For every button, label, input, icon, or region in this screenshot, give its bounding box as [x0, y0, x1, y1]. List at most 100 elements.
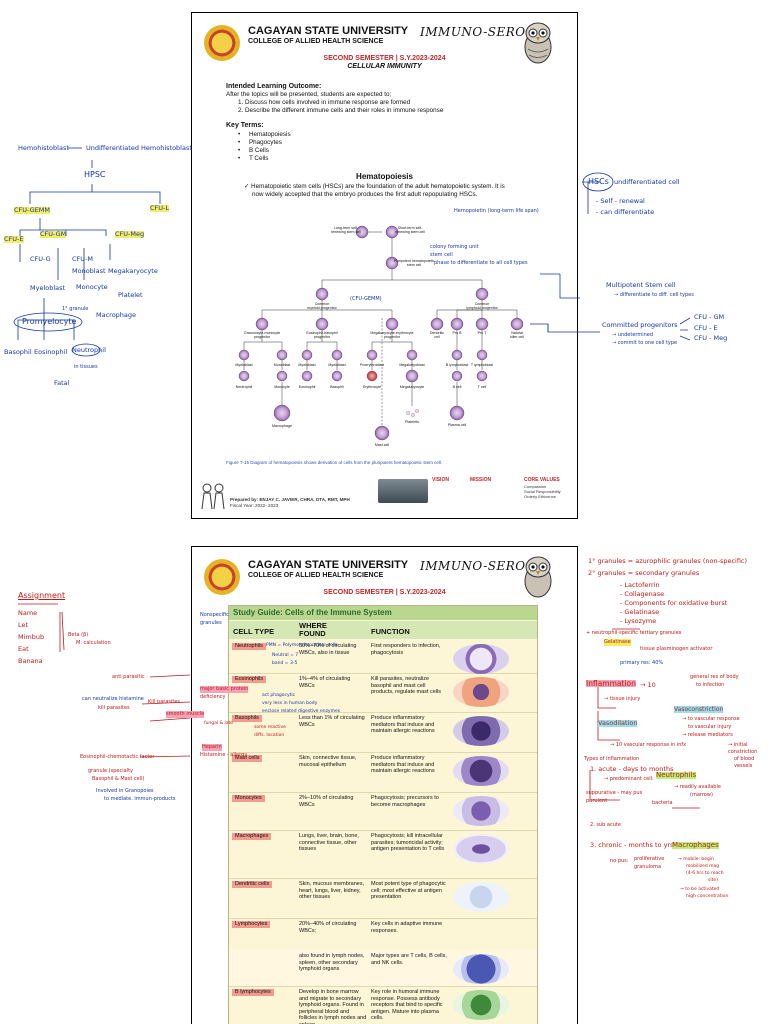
svg-text:Platelets: Platelets — [405, 420, 419, 424]
eosinophil-image — [453, 677, 509, 707]
table-row: Eosinophils 1%–4% of circulating WBCs Ki… — [229, 673, 537, 713]
where-found: 1%–4% of circulating WBCs — [299, 676, 351, 689]
neutrophil-image — [453, 644, 509, 674]
campus-building-image — [378, 479, 428, 503]
note: phase to differentiate to all cell types — [434, 260, 528, 266]
note: undifferentiated cell — [614, 178, 680, 186]
note: kill parasites — [98, 705, 130, 711]
b-lymphocyte-image — [453, 990, 509, 1020]
where-found: Skin, mucous membranes, heart, lungs, li… — [299, 881, 365, 900]
svg-text:B lymphoblast: B lymphoblast — [446, 363, 469, 367]
note: PMN = Polymorphonuclear cells — [266, 643, 338, 648]
note: → differentiate to diff. cell types — [614, 292, 694, 298]
svg-text:Neutrophil: Neutrophil — [236, 385, 253, 389]
dendritic-cell-image — [453, 882, 509, 912]
section-title: Hematopoiesis — [356, 172, 413, 181]
note: Involved in Granopoies — [96, 788, 154, 794]
note: CFU-GM — [40, 230, 67, 238]
note: M. calculation — [76, 640, 111, 646]
college-name: COLLEGE OF ALLIED HEALTH SCIENCE — [248, 38, 384, 45]
svg-text:Eosinophil: Eosinophil — [299, 385, 316, 389]
note: vessels — [734, 763, 753, 769]
note: - Lactoferrin — [620, 581, 660, 589]
study-guide-title: Study Guide: Cells of the Immune System — [229, 606, 537, 620]
svg-text:Pluripotent hematopoietic: Pluripotent hematopoietic — [394, 259, 435, 263]
where-found: Skin, connective tissue, mucosal epithel… — [299, 755, 357, 768]
note: - can differentiate — [596, 208, 655, 216]
cell-type: Mast cells — [232, 755, 263, 762]
table-row: Dendritic cells Skin, mucous membranes, … — [229, 878, 537, 919]
note: Histamine - allergy — [200, 752, 248, 758]
note: → tissue injury — [604, 696, 641, 702]
cell-type: Eosinophils — [232, 676, 267, 683]
fiscal-year: Fiscal Year: 2022- 2023 — [230, 503, 279, 508]
note: Gelatinase — [604, 639, 631, 646]
university-logo — [204, 25, 240, 61]
note: → undetermined — [612, 332, 654, 338]
note: proliferative — [634, 856, 665, 862]
col-function: FUNCTION — [371, 627, 410, 636]
where-found: Less than 1% of circulating WBCs — [299, 715, 365, 728]
note: Neutrophil — [72, 346, 106, 354]
note: CFU-G — [30, 255, 51, 263]
svg-text:Myeloblast: Myeloblast — [298, 363, 315, 367]
ilo-heading: Intended Learning Outcome: — [226, 83, 322, 90]
note: in tissues — [74, 364, 98, 370]
note: HPSC — [84, 170, 106, 179]
note: enclose related digestive enzymes — [262, 709, 341, 714]
figure-caption: Figure 7-15 Diagram of hematopoiesis sho… — [226, 460, 443, 465]
university-logo — [204, 559, 240, 595]
note: band = 3-5 — [272, 661, 298, 666]
note: Hemopoietin (long-term life span) — [454, 208, 539, 214]
where-found: Develop in bone marrow and migrate to se… — [299, 989, 367, 1024]
document-page-2: CAGAYAN STATE UNIVERSITY COLLEGE OF ALLI… — [191, 546, 578, 1024]
page-header: CAGAYAN STATE UNIVERSITY COLLEGE OF ALLI… — [192, 13, 577, 67]
note: to infection — [696, 682, 725, 688]
note: high concentration — [686, 894, 729, 899]
note: site) — [708, 878, 718, 883]
svg-text:lymphoid progenitor: lymphoid progenitor — [466, 306, 498, 310]
note: deficiency — [200, 694, 226, 700]
svg-text:renewing stem cell: renewing stem cell — [395, 230, 425, 234]
note: 1. acute - days to months — [590, 765, 674, 773]
note: bacteria — [652, 800, 673, 806]
note: - Self - renewal — [596, 197, 645, 205]
svg-text:Pro B: Pro B — [453, 331, 463, 335]
function: Most potent type of phagocytic cell; mos… — [371, 881, 446, 900]
macrophage-image — [453, 834, 509, 864]
students-illustration — [201, 483, 225, 510]
note: → readily available — [674, 784, 721, 790]
svg-text:progenitor: progenitor — [254, 335, 271, 339]
note: CFU - E — [694, 324, 718, 332]
svg-text:Monoblast: Monoblast — [274, 363, 291, 367]
table-row: Lymphocytes 20%–40% of circulating WBCs;… — [229, 918, 537, 951]
college-name: COLLEGE OF ALLIED HEALTH SCIENCE — [248, 572, 384, 579]
owl-illustration — [524, 22, 552, 64]
table-header: CELL TYPE WHERE FOUND FUNCTION — [229, 621, 537, 639]
table-row: also found in lymph nodes, spleen, other… — [229, 950, 537, 987]
key-term: • Phagocytes — [238, 139, 282, 146]
where-found: Lungs, liver, brain, bone, connective ti… — [299, 833, 359, 852]
note: - Lysozyme — [620, 617, 657, 625]
note: Neutrophils — [656, 771, 697, 779]
note: → 10 vascular response in infx — [610, 742, 687, 748]
note: Beta (β) — [68, 632, 89, 638]
note: → initial — [728, 742, 748, 748]
prepared-by: Prepared by: ENJAY C. JAVIER, CHRA, DTA,… — [230, 497, 350, 502]
note: granules — [200, 620, 222, 626]
basophil-image — [453, 716, 509, 746]
note: (4-6 hrs to reach — [686, 871, 724, 876]
col-where-found: WHERE FOUND — [299, 621, 327, 638]
svg-text:Pro T: Pro T — [478, 331, 488, 335]
note: CFU-L — [150, 204, 170, 212]
note: CFU-E — [4, 235, 24, 243]
where-found: also found in lymph nodes, spleen, other… — [299, 953, 365, 972]
key-terms-heading: Key Terms: — [226, 122, 264, 129]
semester-label: SECOND SEMESTER | S.Y.2023-2024 — [323, 55, 446, 62]
note: Vasodilation — [598, 719, 638, 727]
note: anti parasitic — [112, 674, 145, 680]
monocyte-image — [453, 796, 509, 826]
note: to mediate. immun-products — [104, 796, 176, 802]
note: Monoblast — [72, 267, 106, 275]
svg-text:myeloid progenitor: myeloid progenitor — [307, 306, 337, 310]
